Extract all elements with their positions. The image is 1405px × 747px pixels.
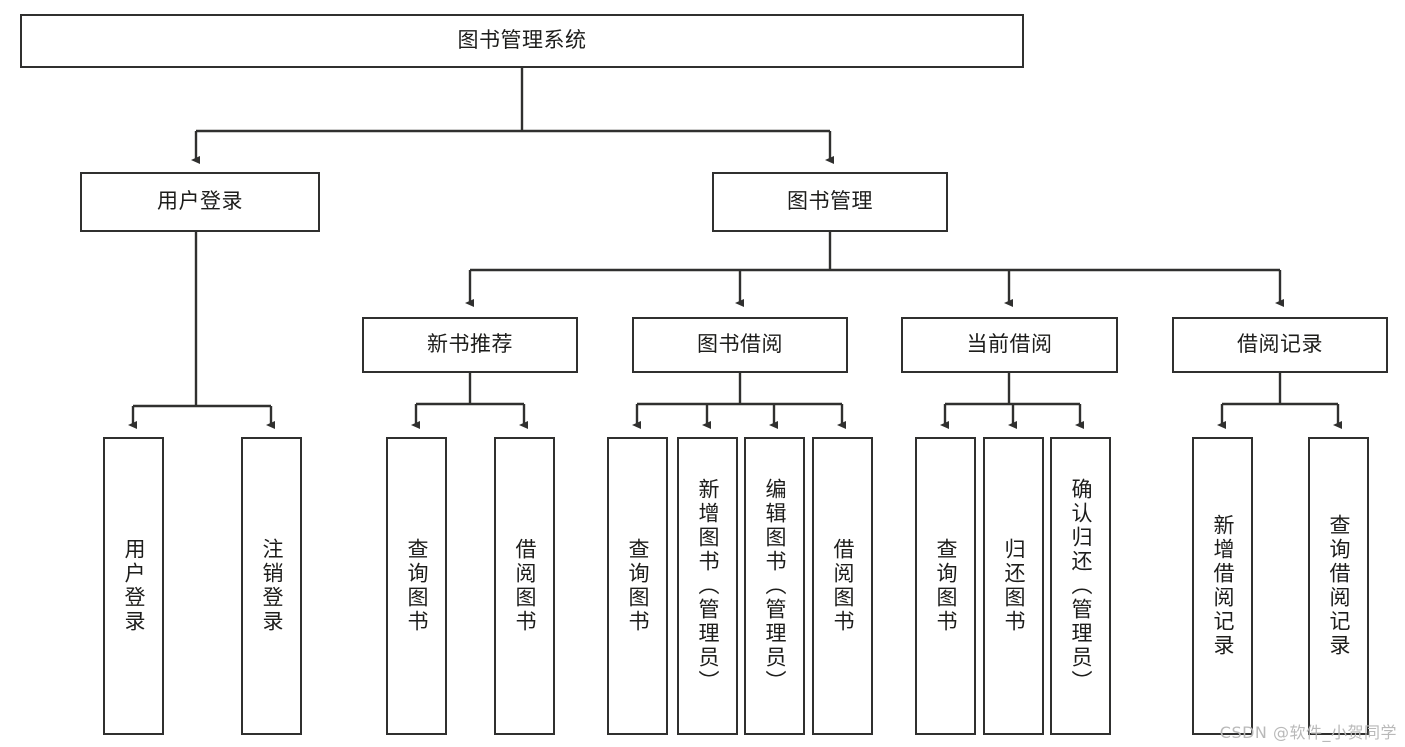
node-current-borrow-label: 当前借阅 [966,332,1053,357]
node-leaf-logout-label: 注销登录 [260,538,285,634]
node-leaf-confirm-return[interactable]: 确认归还（管理员） [1050,437,1111,735]
node-leaf-add-book-label: 新增图书（管理员） [696,478,721,694]
node-leaf-add-record-label: 新增借阅记录 [1211,514,1236,658]
node-leaf-user-login-label: 用户登录 [122,538,147,634]
node-leaf-borrow-book-2-label: 借阅图书 [831,538,856,634]
node-leaf-edit-book-label: 编辑图书（管理员） [763,478,788,694]
node-leaf-borrow-book-1[interactable]: 借阅图书 [494,437,555,735]
node-root-label: 图书管理系统 [457,28,587,53]
node-user-login[interactable]: 用户登录 [80,172,320,232]
node-leaf-return-book-label: 归还图书 [1002,538,1027,634]
node-leaf-query-book-1[interactable]: 查询图书 [386,437,447,735]
node-leaf-query-book-3-label: 查询图书 [934,538,959,634]
node-leaf-query-book-2-label: 查询图书 [626,538,651,634]
node-leaf-query-record[interactable]: 查询借阅记录 [1308,437,1369,735]
node-book-manage[interactable]: 图书管理 [712,172,948,232]
node-leaf-query-record-label: 查询借阅记录 [1327,514,1352,658]
node-book-manage-label: 图书管理 [787,189,873,214]
node-leaf-logout[interactable]: 注销登录 [241,437,302,735]
node-book-borrow-label: 图书借阅 [697,332,783,357]
node-book-borrow[interactable]: 图书借阅 [632,317,848,373]
node-current-borrow[interactable]: 当前借阅 [901,317,1118,373]
node-leaf-add-record[interactable]: 新增借阅记录 [1192,437,1253,735]
node-leaf-query-book-3[interactable]: 查询图书 [915,437,976,735]
node-leaf-query-book-1-label: 查询图书 [405,538,430,634]
node-new-book-rec[interactable]: 新书推荐 [362,317,578,373]
node-leaf-add-book[interactable]: 新增图书（管理员） [677,437,738,735]
node-leaf-return-book[interactable]: 归还图书 [983,437,1044,735]
node-borrow-record-label: 借阅记录 [1237,332,1323,357]
node-leaf-query-book-2[interactable]: 查询图书 [607,437,668,735]
node-leaf-borrow-book-2[interactable]: 借阅图书 [812,437,873,735]
node-root[interactable]: 图书管理系统 [20,14,1024,68]
node-leaf-edit-book[interactable]: 编辑图书（管理员） [744,437,805,735]
node-user-login-label: 用户登录 [157,189,243,214]
node-borrow-record[interactable]: 借阅记录 [1172,317,1388,373]
node-leaf-user-login[interactable]: 用户登录 [103,437,164,735]
node-new-book-rec-label: 新书推荐 [427,332,513,357]
node-leaf-confirm-return-label: 确认归还（管理员） [1069,478,1094,694]
node-leaf-borrow-book-1-label: 借阅图书 [513,538,538,634]
